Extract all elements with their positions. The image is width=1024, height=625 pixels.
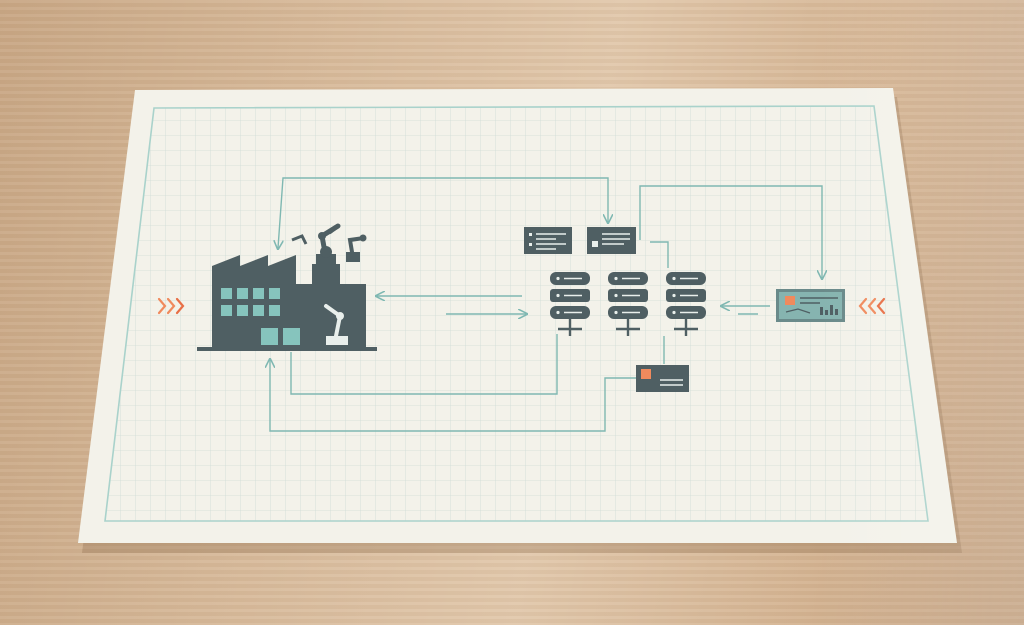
diagram-scene — [0, 0, 1024, 625]
light-overlay — [0, 0, 1024, 625]
